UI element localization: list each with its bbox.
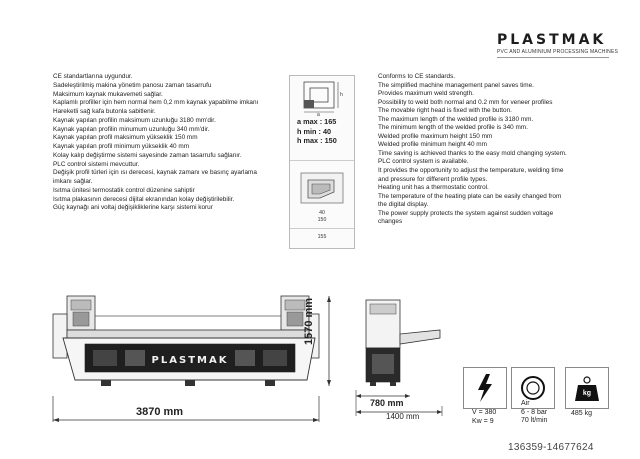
air-pressure-value: 6 - 8 bar (521, 408, 548, 416)
brand-logo-subtitle: PVC AND ALUMINIUM PROCESSING MACHINES (497, 49, 619, 55)
feature-item: The power supply protects the system aga… (378, 209, 554, 226)
feature-item: Isıtma plakasının derecesi dijital ekran… (53, 195, 235, 203)
feature-item: Provides maximum weld strength. (378, 90, 474, 98)
features-list-english: Conforms to CE standards. The simplified… (378, 73, 568, 227)
feature-item: Kaplamlı profiller için hem normal hem 0… (53, 99, 259, 107)
weight-icon (575, 376, 599, 401)
profile-spec-box: h a a max : 165 h min : 40 h max : 150 4… (289, 75, 355, 249)
feature-item: Possibility to weld both normal and 0.2 … (378, 98, 553, 106)
machine-weight: 485 kg (571, 410, 593, 417)
feature-item: PLC control system is available. (378, 158, 469, 166)
weight-icon-box: kg (565, 367, 609, 409)
features-list-turkish: CE standartlarına uygundur. Sadeleştiril… (53, 73, 283, 213)
spec-bottom-value: 155 (317, 234, 327, 240)
feature-item: PLC control sistemi mevcuttur. (53, 160, 140, 168)
power-value: Kw = 9 (472, 417, 494, 425)
feature-item: Maksimum kaynak mukavemeti sağlar. (53, 90, 163, 98)
feature-item: Heating unit has a thermostatic control. (378, 184, 489, 192)
feature-item: Kaynak yapılan profil maksimum yükseklik… (53, 134, 198, 142)
feature-item: Kaynak yapılan profil minimum yükseklik … (53, 143, 190, 150)
feature-item: Hareketli sağ kafa butonla sabitlenir. (53, 108, 156, 115)
weight-icon-label: kg (582, 390, 592, 397)
outer-depth-label: 1400 mm (386, 412, 420, 421)
feature-item: Değişik profil türleri için ısı derecesi… (53, 169, 257, 177)
feature-item: The simplified machine management panel … (378, 81, 534, 89)
feature-item: Conforms to CE standards. (378, 73, 456, 80)
lightning-icon (478, 374, 492, 402)
dim-h-max: h max : 150 (297, 136, 337, 145)
power-specs: V = 380 Kw = 9 (472, 409, 496, 426)
air-title: Air (521, 400, 530, 407)
height-dimension-label: 1570 mm (303, 297, 315, 345)
feature-item: Sadeleştirilmiş makina yönetim panosu za… (53, 81, 212, 89)
machine-front-view: PLASTMAK (52, 295, 331, 422)
machine-side-view (355, 299, 443, 416)
feature-item: imkanı sağlar. (53, 178, 93, 185)
feature-item: The maximum length of the welded profile… (378, 115, 534, 123)
spec-divider (290, 228, 354, 229)
dim-a-max: a max : 165 (297, 117, 337, 126)
feature-item: Welded profile minimum height 40 mm (378, 141, 487, 149)
listing-id-watermark: 136359-14677624 (508, 442, 594, 453)
feature-item: Time saving is achieved thanks to the ea… (378, 149, 567, 157)
spec-divider (290, 160, 354, 161)
profile-section-diagram: h a (303, 81, 343, 116)
feature-item: Kaynak yapılan profilin maksimum uzunluğ… (53, 116, 216, 124)
logo-underline (497, 57, 609, 58)
feature-item: The minimum length of the welded profile… (378, 124, 528, 132)
feature-item: The temperature of the heating plate can… (378, 192, 562, 209)
air-specs: Air 6 - 8 bar 70 lt/min (521, 400, 547, 426)
inner-depth-label: 780 mm (370, 398, 404, 408)
feature-item: CE standartlarına uygundur. (53, 73, 133, 80)
welding-head-diagram (300, 172, 344, 204)
power-icon-box (463, 367, 507, 409)
brand-logo-word: PLASTMAK (497, 32, 607, 48)
voltage-value: V = 380 (472, 409, 497, 416)
spec-small-value: 40 (319, 210, 325, 216)
profile-dimensions: a max : 165 h min : 40 h max : 150 (297, 117, 337, 146)
spec-small-value: 150 (317, 217, 327, 223)
dim-h-min: h min : 40 (297, 126, 332, 136)
air-flow-value: 70 lt/min (521, 417, 548, 424)
feature-item: Kaynak yapılan profilin minumum uzunluğu… (53, 125, 210, 133)
feature-item: Isıtma ünitesi termostatik control düzen… (53, 186, 195, 194)
brand-logo: PLASTMAK PVC AND ALUMINIUM PROCESSING MA… (497, 32, 619, 58)
feature-item: The movable right head is fixed with the… (378, 107, 512, 115)
width-dimension-label: 3870 mm (136, 406, 184, 418)
diagram-label-a: a (317, 112, 320, 116)
feature-item: Güç kaynağı ani voltaj değişikliklerine … (53, 204, 213, 212)
diagram-label-h: h (340, 92, 343, 98)
feature-item: It provides the opportunity to adjust th… (378, 167, 564, 183)
feature-item: Kolay kalıp değiştirme sistemi sayesinde… (53, 151, 242, 159)
machine-brand-label: PLASTMAK (152, 355, 229, 366)
feature-item: Welded profile maximum height 150 mm (378, 132, 493, 140)
air-hose-icon (521, 376, 545, 400)
air-icon-box (511, 367, 555, 409)
